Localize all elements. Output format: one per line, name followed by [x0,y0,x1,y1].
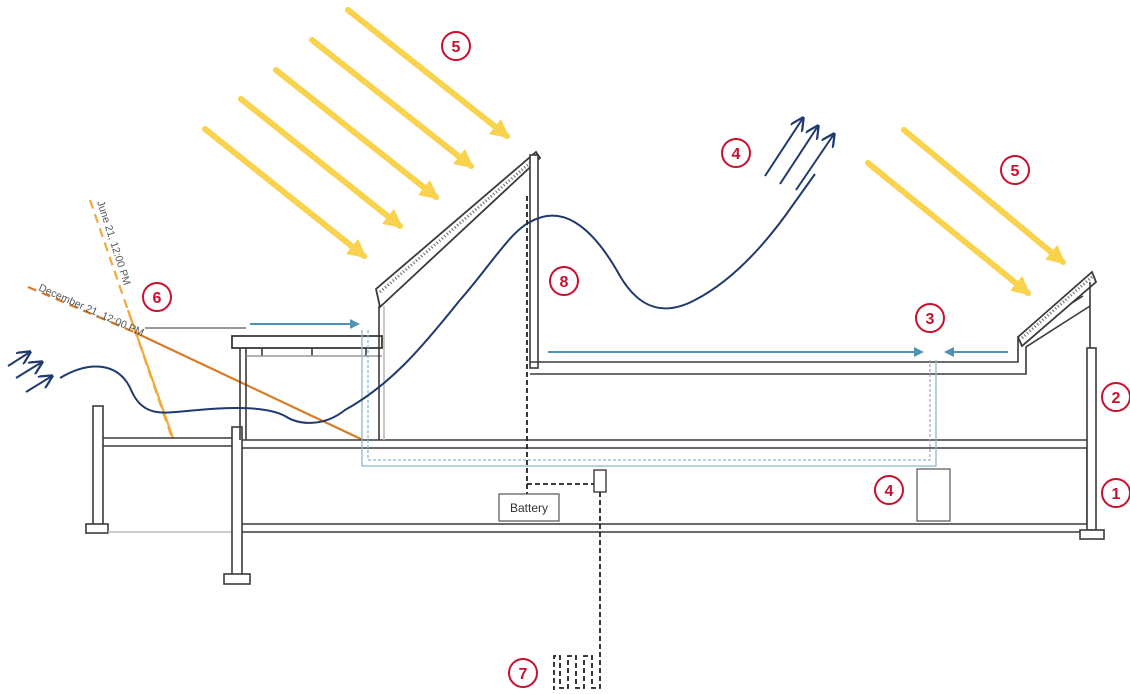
battery-box [498,493,560,522]
solar-panel-hatching [1021,274,1094,340]
solar-panel-hatching [379,154,539,294]
svg-text:1: 1 [1112,486,1121,503]
marker-5-left: 5 [441,31,471,61]
marker-2: 2 [1101,382,1130,412]
left-annex-column [92,405,104,533]
ground-source-pump [593,469,607,493]
entry-canopy [231,335,383,349]
upper-floor-slab-bottom [530,305,1091,375]
svg-text:2: 2 [1112,390,1121,407]
sun-ray-icon [865,160,1031,296]
breeze-arrow-icon [25,376,52,393]
water-storage-tank [916,468,951,522]
svg-text:7: 7 [519,666,528,683]
marker-6: 6 [142,282,172,312]
svg-text:4: 4 [885,483,894,500]
marker-4-tank: 4 [874,475,904,505]
electrical-wiring [526,196,601,690]
pipe-loop-outer [361,330,937,467]
airflow [7,118,834,424]
left-annex-footing [85,523,109,534]
marker-5-right: 5 [1000,155,1030,185]
water-flow-arrows [250,319,1008,357]
svg-text:4: 4 [732,146,741,163]
exhaust-arrow-icon [764,118,803,177]
june-sun-angle-label: June 21, 12:00 PM [94,199,133,287]
sun-rays-left [202,7,511,259]
sun-ray-icon [273,67,440,200]
sun-ray-icon [202,126,368,259]
marker-4-exhaust: 4 [721,138,751,168]
battery: Battery [498,493,560,522]
breeze-arrow-icon [15,362,42,379]
sun-ray-icon [309,37,475,169]
breeze-arrow-icon [7,352,30,367]
svg-text:5: 5 [452,39,461,56]
sun-ray-icon [238,96,404,229]
water-piping [361,330,937,467]
marker-3: 3 [915,303,945,333]
airflow-curve [59,173,816,424]
main-left-column [231,426,243,576]
main-left-footing [223,573,251,585]
marker-1: 1 [1101,478,1130,508]
marker-8: 8 [549,266,579,296]
sun-ray-icon [901,127,1066,265]
svg-text:5: 5 [1011,163,1020,180]
ground-loop-coil-icon [553,655,601,690]
svg-text:6: 6 [153,290,162,307]
sun-ray-icon [345,7,511,139]
exhaust-arrow-icon [779,126,818,185]
tall-core-wall [529,154,539,369]
numbered-markers: 5 4 5 8 6 3 2 4 [142,31,1130,688]
building-structure [85,150,1105,585]
sun-angle-lines: June 21, 12:00 PM December 21, 12:00 PM [27,199,364,441]
sun-rays-right [865,127,1066,296]
svg-text:8: 8 [560,274,569,291]
main-right-footing [1079,529,1105,540]
december-sun-angle-line [27,285,135,334]
svg-text:3: 3 [926,311,935,328]
battery-label: Battery [510,501,548,515]
marker-7: 7 [508,658,538,688]
june-sun-angle-solid [126,309,175,439]
december-sun-angle-solid [133,331,364,441]
exhaust-arrow-icon [795,134,834,191]
solar-roof-left [375,150,542,309]
main-right-column [1086,347,1097,531]
